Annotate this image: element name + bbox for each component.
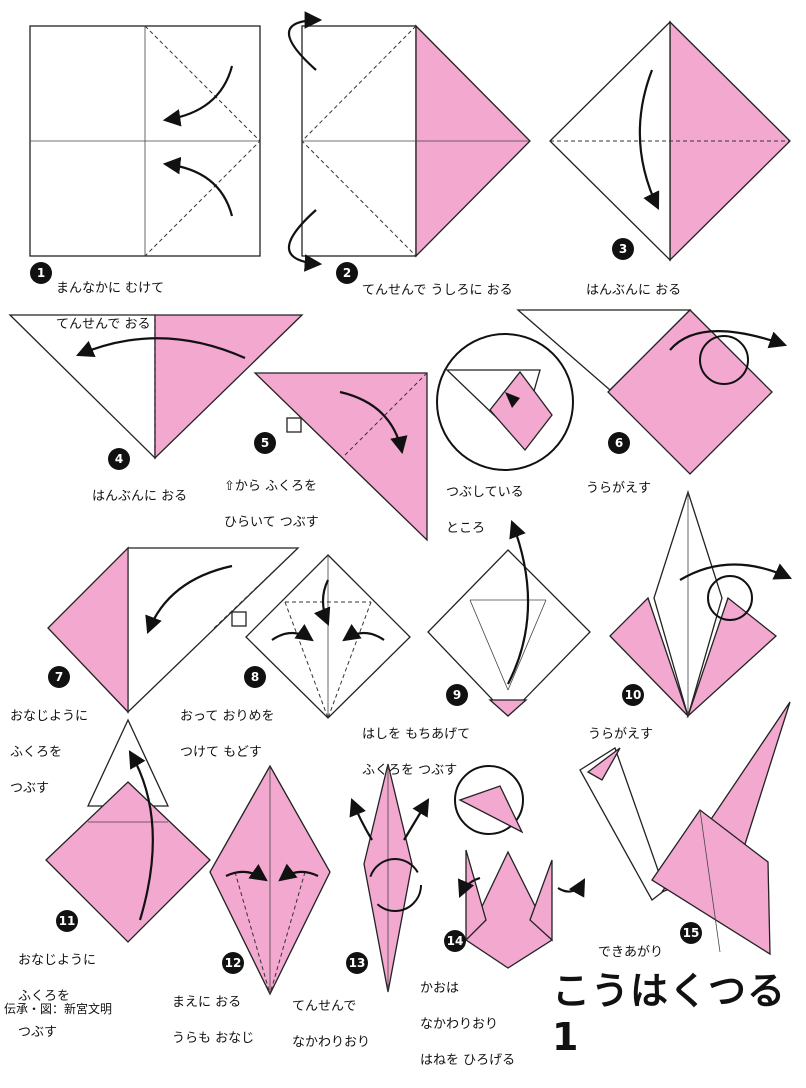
step-number-15: 15 xyxy=(680,922,702,944)
step-number-14: 14 xyxy=(444,930,466,952)
step-10-figure xyxy=(609,489,792,719)
step-number-5: 5 xyxy=(254,432,276,454)
step-11-line-2: ふくろを xyxy=(18,989,71,1004)
step-7-figure xyxy=(47,546,300,714)
step-4-line-1: はんぶんに おる xyxy=(92,489,188,504)
diagram-canvas xyxy=(8,11,792,996)
step-3-figure xyxy=(549,20,791,262)
step-9-instruction: はしを もちあげて ふくろを つぶす xyxy=(362,708,470,798)
step-number-7: 7 xyxy=(48,666,70,688)
step-7-line-2: ふくろを xyxy=(10,745,63,760)
step-3-instruction: はんぶんに おる xyxy=(586,264,681,318)
step-number-12: 12 xyxy=(222,952,244,974)
step-8-line-2: つけて もどす xyxy=(180,745,262,760)
step-1-instruction: まんなかに むけて てんせんで おる xyxy=(56,262,164,352)
step-6-line-1: うらがえす xyxy=(586,481,652,496)
step-12-figure xyxy=(209,764,331,996)
step-12-line-1: まえに おる xyxy=(172,995,242,1010)
step-number-1: 1 xyxy=(30,262,52,284)
step-5-figure xyxy=(253,372,428,542)
step-number-10: 10 xyxy=(622,684,644,706)
credit-line: 伝承・図：新宮文明 xyxy=(4,1002,113,1016)
step-3-line-1: はんぶんに おる xyxy=(586,283,682,298)
step-14-line-3: はねを ひろげる xyxy=(420,1053,516,1068)
step-11-line-1: おなじように xyxy=(18,953,97,968)
step-13-figure xyxy=(349,763,430,993)
step-11-instruction: おなじように ふくろを つぶす xyxy=(18,934,96,1060)
step-15-figure xyxy=(579,701,791,956)
step-4-figure xyxy=(8,314,304,460)
squashing-line-1: つぶしている xyxy=(446,485,524,500)
step-number-4: 4 xyxy=(108,448,130,470)
step-1-figure xyxy=(29,25,261,257)
step-11-figure xyxy=(45,718,211,943)
page-title: こうはくつる1 xyxy=(552,969,787,1059)
step-9-figure xyxy=(427,519,591,717)
step-12-line-2: うらも おなじ xyxy=(172,1031,255,1046)
step-4-instruction: はんぶんに おる xyxy=(92,470,187,524)
step-13-line-1: てんせんで xyxy=(292,999,357,1014)
step-2-figure xyxy=(287,11,531,272)
squashing-caption: つぶしている ところ xyxy=(446,466,524,556)
step-7-instruction: おなじように ふくろを つぶす xyxy=(10,690,88,816)
step-number-6: 6 xyxy=(608,432,630,454)
step-9-line-1: はしを もちあげて xyxy=(362,727,471,742)
step-2-line-1: てんせんで うしろに おる xyxy=(362,283,513,298)
origami-crane-instruction-sheet: 1 まんなかに むけて てんせんで おる 2 てんせんで うしろに おる 3 は… xyxy=(4,11,792,1068)
step-5-line-1: ⇧から ふくろを xyxy=(224,479,318,494)
step-15-instruction: できあがり xyxy=(598,926,663,980)
step-2-instruction: てんせんで うしろに おる xyxy=(362,264,513,318)
step-14-instruction: かおは なかわりおり はねを ひろげる xyxy=(420,962,515,1088)
step-15-line-1: できあがり xyxy=(598,945,664,960)
step-7-line-1: おなじように xyxy=(10,709,89,724)
step-14-figure xyxy=(454,765,586,969)
step-number-9: 9 xyxy=(446,684,468,706)
step-1-line-2: てんせんで おる xyxy=(56,317,151,332)
step-number-13: 13 xyxy=(346,952,368,974)
step-6-instruction: うらがえす xyxy=(586,462,651,516)
step-8-figure xyxy=(245,554,411,719)
step-11-line-3: つぶす xyxy=(18,1025,58,1040)
squashing-line-2: ところ xyxy=(446,521,486,536)
step-number-2: 2 xyxy=(336,262,358,284)
step-5-instruction: ⇧から ふくろを ひらいて つぶす xyxy=(224,460,319,550)
step-13-instruction: てんせんで なかわりおり xyxy=(292,980,370,1070)
step-9-line-2: ふくろを つぶす xyxy=(362,763,458,778)
step-10-line-1: うらがえす xyxy=(588,727,654,742)
step-10-instruction: うらがえす xyxy=(588,708,653,762)
step-number-3: 3 xyxy=(612,238,634,260)
step-1-line-1: まんなかに むけて xyxy=(56,281,165,296)
step-5-line-2: ひらいて つぶす xyxy=(224,515,319,530)
step-8-line-1: おって おりめを xyxy=(180,709,275,724)
step-14-line-2: なかわりおり xyxy=(420,1017,499,1032)
step-8-instruction: おって おりめを つけて もどす xyxy=(180,690,274,780)
step-14-line-1: かおは xyxy=(420,981,460,996)
step-6-figure xyxy=(516,309,788,475)
step-13-line-2: なかわりおり xyxy=(292,1035,371,1050)
step-number-11: 11 xyxy=(56,910,78,932)
step-12-instruction: まえに おる うらも おなじ xyxy=(172,976,254,1066)
step-7-line-3: つぶす xyxy=(10,781,50,796)
step-number-8: 8 xyxy=(244,666,266,688)
squashing-detail-figure xyxy=(436,333,574,471)
